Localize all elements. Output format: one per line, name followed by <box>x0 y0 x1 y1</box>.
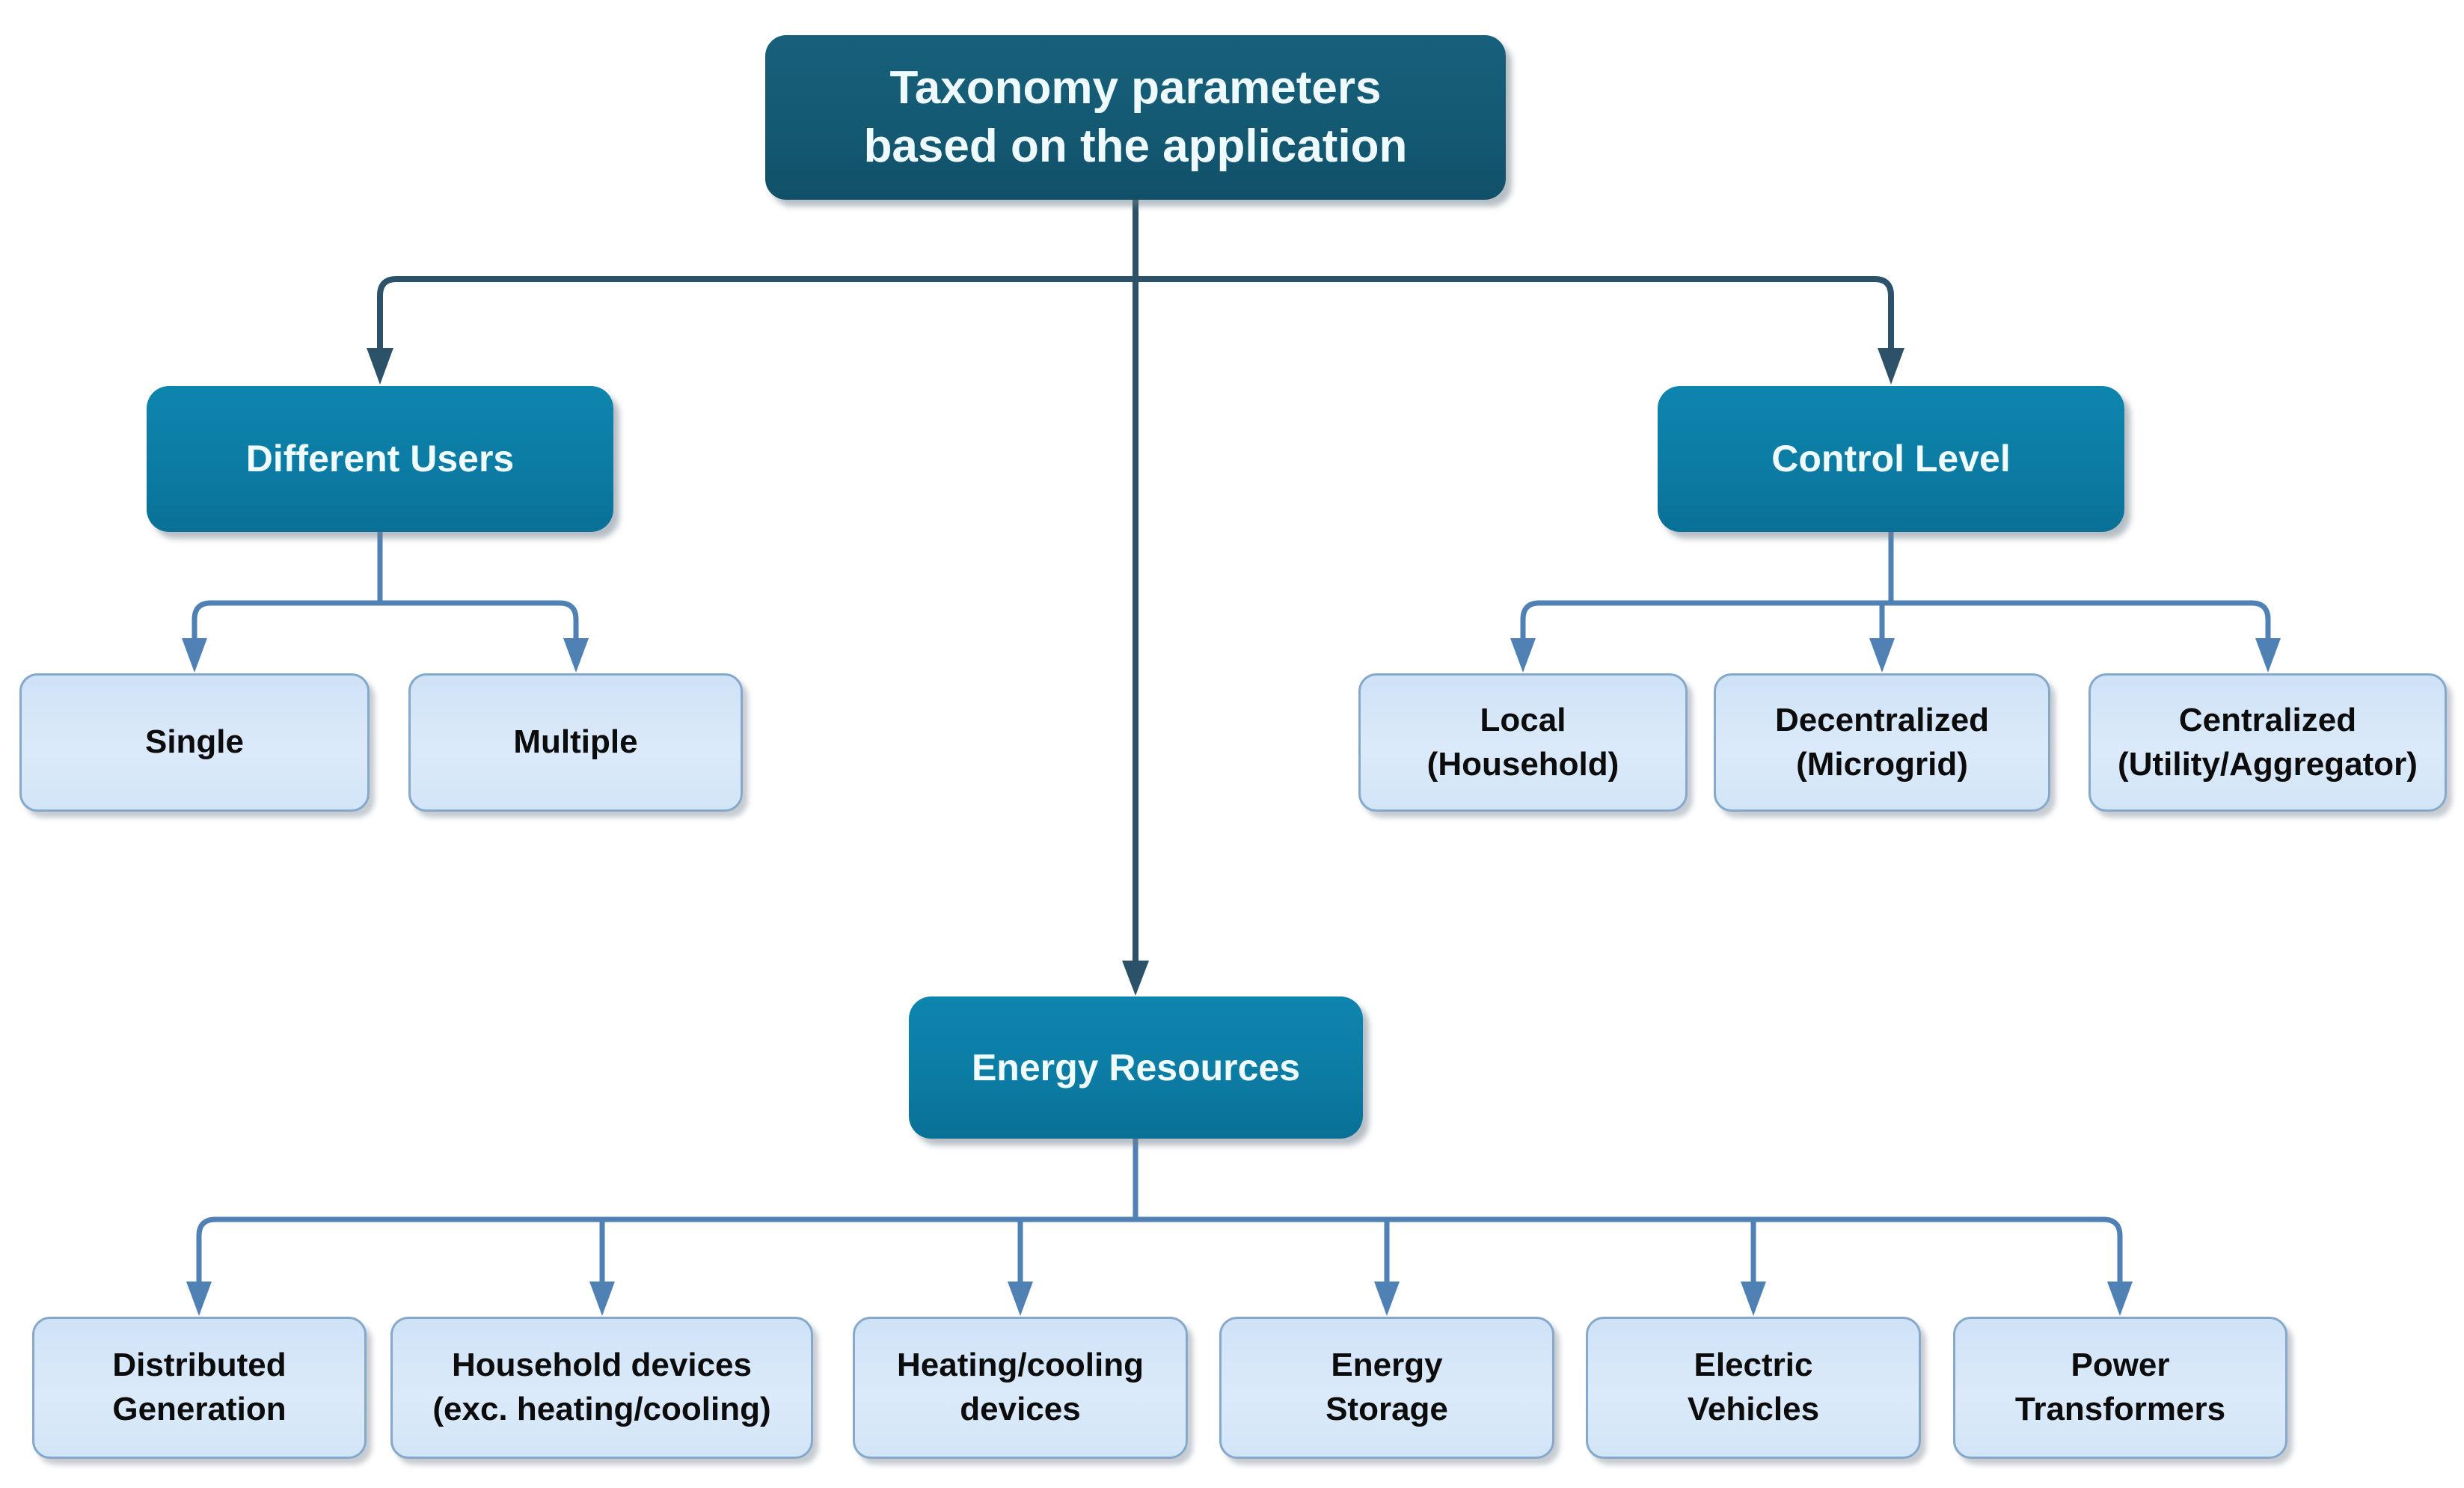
node-distributed-generation-label: Distributed Generation <box>112 1347 286 1427</box>
node-centralized-utility-aggregator-label: Centralized (Utility/Aggregator) <box>2118 701 2418 783</box>
node-control-level: Control Level <box>1658 386 2124 532</box>
node-decentralized-microgrid: Decentralized (Microgrid) <box>1714 673 2050 812</box>
arrow-to-control-level <box>1878 348 1904 385</box>
node-multiple-label: Multiple <box>513 723 638 761</box>
connector-users-bar <box>191 600 579 638</box>
node-heating-cooling-devices-label: Heating/cooling devices <box>897 1347 1144 1427</box>
node-energy-resources: Energy Resources <box>909 996 1363 1139</box>
arrow-to-multiple <box>563 638 589 673</box>
node-taxonomy-root-label: Taxonomy parameters based on the applica… <box>863 61 1408 172</box>
arrow-to-energy-storage <box>1374 1282 1400 1316</box>
arrow-to-energy-resources <box>1122 961 1149 996</box>
node-energy-resources-label: Energy Resources <box>971 1046 1301 1089</box>
node-centralized-utility-aggregator: Centralized (Utility/Aggregator) <box>2088 673 2447 812</box>
connector-energy-bar <box>196 1216 2123 1282</box>
connector-sub-branches <box>191 532 2271 1282</box>
node-different-users-label: Different Users <box>245 438 515 480</box>
node-local-household: Local (Household) <box>1358 673 1688 812</box>
arrowheads-light <box>182 638 2281 1316</box>
arrow-to-electric-vehicles <box>1741 1282 1766 1316</box>
node-single-label: Single <box>144 723 245 761</box>
connector-root-bar <box>377 276 1894 348</box>
arrow-to-distributed-generation <box>186 1282 212 1316</box>
node-distributed-generation: Distributed Generation <box>32 1317 367 1459</box>
node-different-users: Different Users <box>147 386 613 532</box>
node-electric-vehicles-label: Electric Vehicles <box>1687 1347 1820 1427</box>
arrow-to-different-users <box>367 348 393 385</box>
node-control-level-label: Control Level <box>1771 438 2011 480</box>
node-power-transformers: Power Transformers <box>1953 1317 2287 1459</box>
node-multiple: Multiple <box>408 673 743 812</box>
arrow-to-single <box>182 638 207 673</box>
connector-control-bar <box>1520 600 2271 638</box>
node-household-devices: Household devices (exc. heating/cooling) <box>390 1317 813 1459</box>
node-taxonomy-root: Taxonomy parameters based on the applica… <box>765 35 1506 200</box>
connector-root-branches <box>377 200 1894 961</box>
node-energy-storage: Energy Storage <box>1219 1317 1554 1459</box>
node-electric-vehicles: Electric Vehicles <box>1586 1317 1921 1459</box>
node-single: Single <box>19 673 370 812</box>
arrow-to-decentralized <box>1869 638 1895 673</box>
arrow-to-centralized <box>2255 638 2281 673</box>
node-energy-storage-label: Energy Storage <box>1326 1347 1448 1427</box>
arrowheads-dark <box>367 348 1904 996</box>
arrow-to-power-transformers <box>2107 1282 2133 1316</box>
node-local-household-label: Local (Household) <box>1426 701 1619 783</box>
node-decentralized-microgrid-label: Decentralized (Microgrid) <box>1774 701 1990 783</box>
node-household-devices-label: Household devices (exc. heating/cooling) <box>432 1347 771 1427</box>
node-power-transformers-label: Power Transformers <box>2014 1347 2226 1427</box>
arrow-to-local <box>1510 638 1536 673</box>
arrow-to-household-devices <box>589 1282 615 1316</box>
node-heating-cooling-devices: Heating/cooling devices <box>853 1317 1188 1459</box>
arrow-to-heating-cooling <box>1008 1282 1033 1316</box>
